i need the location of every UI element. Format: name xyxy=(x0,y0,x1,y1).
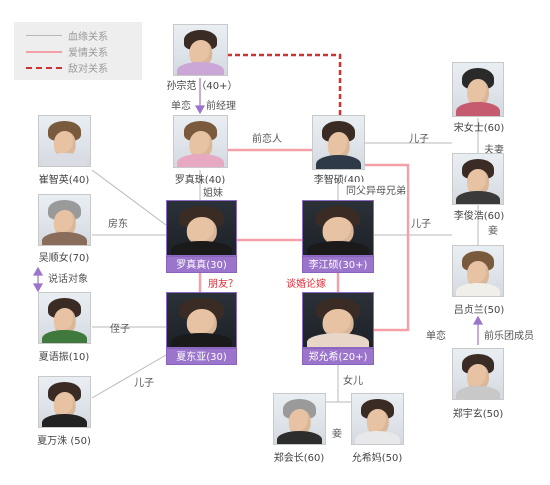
rel-daughter: 女儿 xyxy=(343,376,363,387)
rel-wife-2: 妾 xyxy=(332,429,342,440)
rel-son-1: 儿子 xyxy=(409,134,429,145)
photo-li-zhishuo xyxy=(312,115,365,170)
rel-sisters: 姐妹 xyxy=(202,184,224,199)
rel-sun-zhenzhu: 单恋 xyxy=(171,101,191,112)
photo-luo-zhenzhu xyxy=(173,115,228,168)
name-zheng-yunxi: 郑允希(20+) xyxy=(302,348,374,365)
photo-zheng-huizhang xyxy=(273,393,326,445)
arrow-head-wu-down xyxy=(32,283,44,293)
legend-blood-line xyxy=(26,35,62,36)
photo-song xyxy=(452,62,504,117)
legend-enemy-label: 敌对关系 xyxy=(68,64,108,75)
arrow-head-zheng-lv xyxy=(472,315,484,325)
arrow-head-sun-zhenzhu xyxy=(194,105,206,115)
photo-wu xyxy=(38,194,91,246)
rel-talk-partner: 说话对象 xyxy=(48,274,88,285)
love-lines xyxy=(198,148,410,332)
photo-luo-zhenzhen xyxy=(166,200,237,256)
arrow-lines xyxy=(32,78,484,345)
rel-nephew: 侄子 xyxy=(110,324,130,335)
name-cui: 崔智英(40) xyxy=(38,175,90,186)
line-xiawanzhu-dongya xyxy=(91,354,167,399)
line-sun-zhishuo-enemy xyxy=(227,53,342,115)
rel-half-brothers: 同父异母兄弟 xyxy=(345,182,407,197)
name-lv-zhenlan: 吕贞兰(50) xyxy=(453,305,505,316)
legend: 血缘关系 爱情关系 敌对关系 xyxy=(14,22,142,80)
legend-love-label: 爱情关系 xyxy=(68,48,108,59)
blood-lines xyxy=(91,118,479,403)
rel-landlord: 房东 xyxy=(108,219,128,230)
rel-ex-lover: 前恋人 xyxy=(252,134,282,145)
photo-cui xyxy=(38,115,91,167)
photo-zheng-yuxuan xyxy=(452,348,504,400)
photo-xia-wanzhu xyxy=(38,376,91,428)
photo-lv-zhenlan xyxy=(452,245,504,297)
legend-enemy-line xyxy=(26,67,62,69)
rel-dating: 谈婚论嫁 xyxy=(286,279,326,290)
photo-yun-xiju xyxy=(351,393,404,445)
rel-former-exec: 前经理 xyxy=(206,101,236,112)
rel-one-sided: 单恋 xyxy=(426,331,446,342)
name-li-jiangshuo: 李江硕(30+) xyxy=(302,256,374,273)
line-zhishuo-yunxi xyxy=(365,163,410,332)
photo-zheng-yunxi xyxy=(302,292,374,348)
rel-son-3: 儿子 xyxy=(134,378,154,389)
name-song: 宋女士(60) xyxy=(453,123,505,134)
photo-li-jiangshuo xyxy=(302,200,374,256)
name-zheng-huizhang: 郑会长(60) xyxy=(273,453,325,464)
name-wu: 吴顺女(70) xyxy=(38,253,90,264)
arrow-head-wu-up xyxy=(32,266,44,276)
rel-band-member: 前乐团成员 xyxy=(484,331,534,342)
name-li-junhao: 李俊浩(60) xyxy=(453,211,505,222)
legend-blood-label: 血缘关系 xyxy=(68,32,108,43)
name-luo-zhenzhu: 罗真珠(40) xyxy=(174,175,226,186)
name-sun: 孙宗范（40+） xyxy=(166,81,238,92)
rel-wife-1: 妾 xyxy=(488,226,498,237)
name-xia-yuzhen: 夏语振(10) xyxy=(38,352,90,363)
name-xia-wanzhu: 夏万洙 (50) xyxy=(37,436,91,447)
name-xia-dongya: 夏东亚(30) xyxy=(166,348,237,365)
name-li-zhishuo: 李智硕(40) xyxy=(313,175,365,186)
rel-friends: 朋友？ xyxy=(208,279,238,290)
name-luo-zhenzhen: 罗真真(30) xyxy=(166,256,237,273)
photo-xia-yuzhen xyxy=(38,292,91,344)
photo-xia-dongya xyxy=(166,292,237,348)
rel-son-2: 儿子 xyxy=(411,219,431,230)
photo-sun xyxy=(173,24,228,76)
name-zheng-yuxuan: 郑宇玄(50) xyxy=(452,409,504,420)
line-cui-zhenzhen xyxy=(91,169,167,226)
legend-love-line xyxy=(26,51,62,53)
rel-couple: 夫妻 xyxy=(484,145,504,156)
name-yun-xiju: 允希妈(50) xyxy=(351,453,403,464)
photo-li-junhao xyxy=(452,153,504,205)
